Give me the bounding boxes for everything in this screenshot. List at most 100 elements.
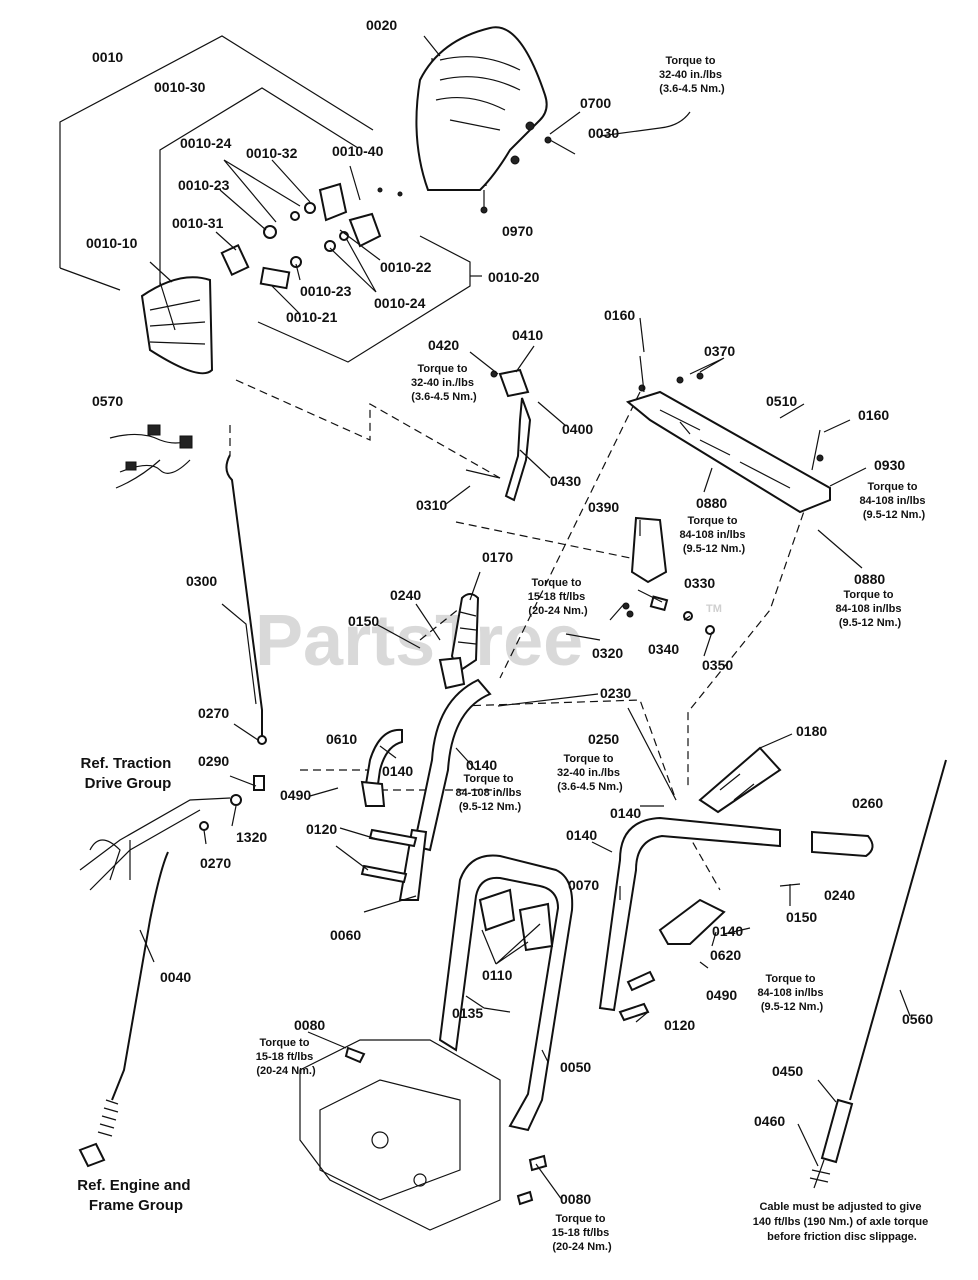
label-0140: 0140 — [466, 757, 497, 773]
label-0930: 0930 — [874, 457, 905, 473]
label-0010: 0010 — [92, 49, 123, 65]
label-0120: 0120 — [664, 1017, 695, 1033]
label-0290: 0290 — [198, 753, 229, 769]
mounting-bracket — [630, 516, 668, 584]
torque-notes: Torque to 32-40 in./lbs (3.6-4.5 Nm.) To… — [256, 55, 926, 1253]
label-0400: 0400 — [562, 421, 593, 437]
control-rod — [225, 454, 267, 791]
reference-notes: Ref. Traction Drive Group Ref. Engine an… — [77, 755, 195, 1214]
label-0410: 0410 — [512, 327, 543, 343]
light-components — [220, 182, 403, 290]
headlight-hood — [415, 26, 548, 191]
label-0010-30: 0010-30 — [154, 79, 206, 95]
label-0010-24: 0010-24 — [180, 135, 232, 151]
label-0140: 0140 — [610, 805, 641, 821]
label-0330: 0330 — [684, 575, 715, 591]
label-0270: 0270 — [200, 855, 231, 871]
label-0250: 0250 — [588, 731, 619, 747]
torque-note-0080-a: Torque to 15-18 ft/lbs (20-24 Nm.) — [256, 1037, 317, 1077]
bolts — [344, 828, 656, 1206]
label-0010-23: 0010-23 — [178, 177, 230, 193]
label-0460: 0460 — [754, 1113, 785, 1129]
label-0140: 0140 — [566, 827, 597, 843]
torque-note-0320: Torque to 15-18 ft/lbs (20-24 Nm.) — [528, 577, 589, 617]
label-0060: 0060 — [330, 927, 361, 943]
dashboard-panel — [625, 355, 831, 514]
trademark-mark: TM — [706, 603, 722, 615]
label-0010-24: 0010-24 — [374, 295, 426, 311]
label-0490: 0490 — [280, 787, 311, 803]
watermark: PartsTree — [255, 601, 583, 681]
label-0180: 0180 — [796, 723, 827, 739]
label-0430: 0430 — [550, 473, 581, 489]
torque-note-0250: Torque to 32-40 in./lbs (3.6-4.5 Nm.) — [557, 753, 623, 793]
torque-note-0140-e: Torque to 84-108 in/lbs (9.5-12 Nm.) — [757, 973, 826, 1013]
label-0150: 0150 — [786, 909, 817, 925]
cable-adjustment-note: Cable must be adjusted to give 140 ft/lb… — [753, 1201, 932, 1243]
label-0010-23: 0010-23 — [300, 283, 352, 299]
ref-engine-frame: Ref. Engine and Frame Group — [77, 1177, 195, 1214]
torque-note-0080-b: Torque to 15-18 ft/lbs (20-24 Nm.) — [552, 1213, 613, 1253]
ref-traction-drive: Ref. Traction Drive Group — [80, 755, 175, 792]
label-0170: 0170 — [482, 549, 513, 565]
headlight-housing — [140, 276, 214, 375]
part-labels: 0010 0010-30 0010-24 0010-32 0010-40 001… — [86, 17, 933, 1207]
label-0880: 0880 — [854, 571, 885, 587]
right-handle — [598, 746, 874, 1012]
label-0350: 0350 — [702, 657, 733, 673]
label-0240: 0240 — [824, 887, 855, 903]
torque-note-0140-b: Torque to 84-108 in/lbs (9.5-12 Nm.) — [455, 773, 524, 813]
label-0560: 0560 — [902, 1011, 933, 1027]
label-0010-22: 0010-22 — [380, 259, 432, 275]
label-0970: 0970 — [502, 223, 533, 239]
torque-note-0880-a: Torque to 84-108 in/lbs (9.5-12 Nm.) — [679, 515, 748, 555]
torque-note-0420: Torque to 32-40 in./lbs (3.6-4.5 Nm.) — [411, 363, 477, 403]
label-0700: 0700 — [580, 95, 611, 111]
torque-note-hood: Torque to 32-40 in./lbs (3.6-4.5 Nm.) — [659, 55, 725, 95]
label-0390: 0390 — [588, 499, 619, 515]
label-0010-21: 0010-21 — [286, 309, 338, 325]
drive-cable — [809, 759, 947, 1189]
chute-control-lever — [465, 368, 532, 502]
torque-note-0880-b: Torque to 84-108 in/lbs (9.5-12 Nm.) — [835, 589, 904, 629]
label-0120: 0120 — [306, 821, 337, 837]
label-0020: 0020 — [366, 17, 397, 33]
label-0240: 0240 — [390, 587, 421, 603]
label-0050: 0050 — [560, 1059, 591, 1075]
label-0490: 0490 — [706, 987, 737, 1003]
label-0450: 0450 — [772, 1063, 803, 1079]
chute-crank-handle — [438, 593, 480, 690]
label-0230: 0230 — [600, 685, 631, 701]
label-0070: 0070 — [568, 877, 599, 893]
shift-cable — [78, 851, 169, 1168]
group-outline-0010 — [59, 35, 482, 363]
hardware-fasteners — [622, 595, 715, 635]
label-0010-10: 0010-10 — [86, 235, 138, 251]
traction-control-lever — [360, 728, 403, 807]
label-0320: 0320 — [592, 645, 623, 661]
label-0260: 0260 — [852, 795, 883, 811]
wire-harness — [109, 424, 193, 489]
label-0140: 0140 — [382, 763, 413, 779]
label-0040: 0040 — [160, 969, 191, 985]
frame-outline — [299, 1039, 501, 1231]
label-0150: 0150 — [348, 613, 379, 629]
leader-lines — [139, 35, 911, 1201]
label-1320: 1320 — [236, 829, 267, 845]
label-0140: 0140 — [712, 923, 743, 939]
label-0880: 0880 — [696, 495, 727, 511]
label-0160: 0160 — [604, 307, 635, 323]
label-0570: 0570 — [92, 393, 123, 409]
label-0010-20: 0010-20 — [488, 269, 540, 285]
label-0030: 0030 — [588, 125, 619, 141]
label-0110: 0110 — [482, 967, 513, 983]
label-0010-31: 0010-31 — [172, 215, 224, 231]
label-0310: 0310 — [416, 497, 447, 513]
label-0270: 0270 — [198, 705, 229, 721]
label-0620: 0620 — [710, 947, 741, 963]
label-0510: 0510 — [766, 393, 797, 409]
hood-screws — [480, 111, 691, 214]
label-0135: 0135 — [452, 1005, 483, 1021]
label-0370: 0370 — [704, 343, 735, 359]
